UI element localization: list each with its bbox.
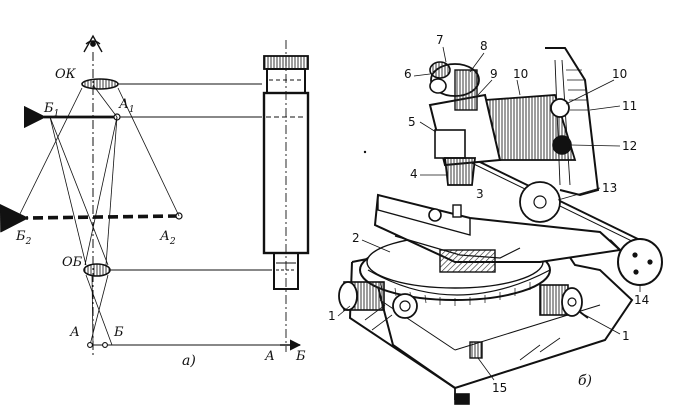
label-b-bottom-right: Б	[295, 349, 306, 364]
objective-lens	[83, 263, 111, 277]
caption-b: б)	[578, 373, 592, 389]
virtual-image-arrow	[0, 203, 179, 233]
label-b1: Б1	[43, 101, 59, 119]
micrometer-screw-right	[539, 284, 589, 319]
label-a-bottom-right: А	[264, 349, 275, 364]
callout-14: 14	[634, 293, 649, 307]
callout-8: 8	[480, 39, 488, 53]
callout-12: 12	[622, 139, 637, 153]
point-a-object	[87, 342, 93, 348]
label-ob: ОБ	[62, 255, 83, 270]
callout-1-left: 1	[328, 309, 336, 323]
callout-7: 7	[436, 33, 444, 47]
optical-scheme: ОК А1 Б1 А2 Б2 ОБ А Б А Б а)	[0, 34, 310, 369]
callout-4: 4	[410, 167, 418, 181]
callout-15: 15	[492, 381, 507, 395]
label-ok: ОК	[55, 67, 77, 82]
microscope-tube	[262, 40, 310, 352]
callout-5: 5	[408, 115, 416, 129]
callout-2: 2	[352, 231, 360, 245]
microscope-head	[428, 61, 502, 186]
callout-labels: 7 8 6 9 10 10 11 5 12 4 3 13 2 14 1 1 15	[328, 33, 649, 395]
label-a2: А2	[159, 229, 176, 247]
callout-6: 6	[404, 67, 412, 81]
label-a-bottom-left: А	[69, 325, 80, 340]
caption-a: а)	[182, 353, 196, 369]
callout-13: 13	[602, 181, 617, 195]
label-a1: А1	[118, 97, 135, 115]
base-foot	[454, 393, 470, 405]
callout-10-a: 10	[513, 67, 528, 81]
callout-9: 9	[490, 67, 498, 81]
callout-11: 11	[622, 99, 637, 113]
bracket-arm	[483, 94, 577, 223]
eye-icon	[83, 34, 103, 53]
label-b-bottom-left: Б	[113, 325, 124, 340]
label-b2: Б2	[15, 229, 32, 247]
callout-1-right: 1	[622, 329, 630, 343]
micrometer-screw-left	[338, 281, 418, 319]
speck	[363, 150, 367, 154]
eyepiece-lens	[81, 78, 119, 90]
microscope-drawing	[338, 47, 663, 405]
knob-14	[609, 238, 663, 286]
screw-15	[469, 341, 483, 359]
callout-10-b: 10	[612, 67, 627, 81]
point-b-object	[102, 342, 108, 348]
callout-3: 3	[476, 187, 484, 201]
ray-lines	[17, 84, 180, 346]
